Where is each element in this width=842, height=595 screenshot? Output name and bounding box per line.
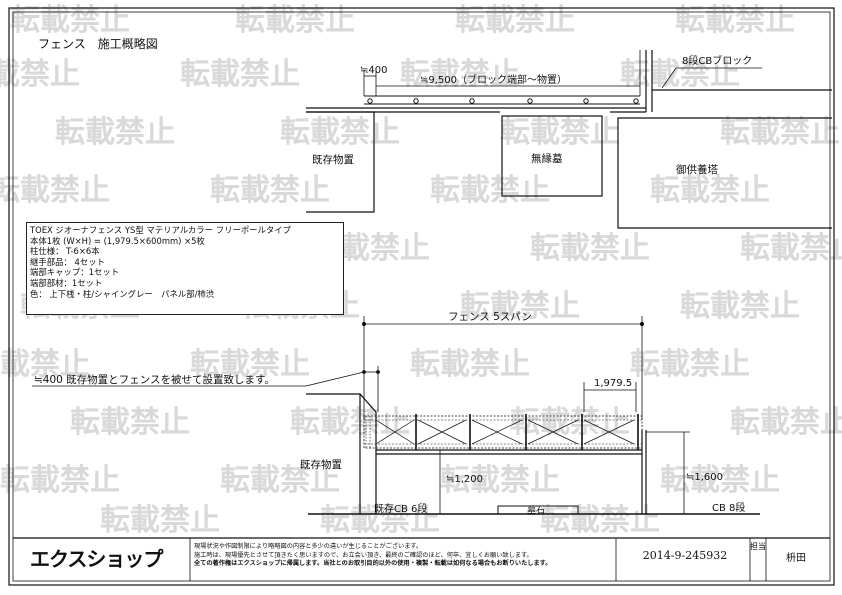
elev-gravestone: 墓石 (527, 504, 545, 516)
watermark: 転載禁止 (720, 115, 840, 150)
plan-block-label: 8段CBブロック (682, 54, 752, 67)
watermark: 転載禁止 (180, 57, 300, 92)
watermark: 転載禁止 (675, 3, 795, 38)
watermark: 転載禁止 (0, 347, 90, 382)
watermark: 転載禁止 (630, 347, 750, 382)
watermark: 転載禁止 (280, 115, 400, 150)
watermark: 転載禁止 (70, 405, 190, 440)
watermark: 転載禁止 (500, 115, 620, 150)
watermark: 転載禁止 (220, 463, 340, 498)
elev-cb-8: CB 8段 (712, 501, 745, 514)
watermark: 転載禁止 (440, 463, 560, 498)
title-block (13, 537, 830, 581)
spec-line: 端部部材：1セット (30, 277, 103, 288)
elev-overlap-note: ≒400 既存物置とフェンスを被せて設置致します。 (34, 373, 275, 386)
plan-storage-label: 既存物置 (312, 153, 354, 166)
watermark: 転載禁止 (320, 503, 440, 538)
watermark: 転載禁止 (10, 3, 130, 38)
spec-line: 本体1枚 (W×H) = (1,979.5×600mm) ×5枚 (30, 235, 205, 246)
plan-grave-label: 無縁墓 (531, 152, 563, 165)
watermark: 転載禁止 (100, 503, 220, 538)
elev-dim-1200: ≒1,200 (446, 474, 483, 485)
inner-frame (12, 11, 831, 582)
spec-line: 色： 上下桟・柱/シャイングレー パネル部/柿渋 (30, 288, 215, 299)
outer-frame (8, 7, 835, 586)
watermark: 転載禁止 (660, 463, 780, 498)
watermark: 転載禁止 (460, 289, 580, 324)
watermark: 転載禁止 (210, 173, 330, 208)
spec-box: TOEX ジオーナフェンス YS型 マテリアルカラー フリーポールタイプ 本体1… (26, 222, 344, 315)
watermark: 転載禁止 (680, 289, 800, 324)
watermark: 転載禁止 (430, 173, 550, 208)
spec-line: TOEX ジオーナフェンス YS型 マテリアルカラー フリーポールタイプ (30, 225, 292, 235)
footer-notes: 現場状況や作図制限により略略図の内容と多少の違いが生じることがございます。 施工… (194, 543, 614, 569)
footer-note: 全ての著作権はエクスショップに帰属します。当社とのお取引目的以外の使用・複製・転… (194, 560, 552, 568)
plan-dim-9500: ≒9,500（ブロック端部～物置） (420, 73, 567, 86)
watermark: 転載禁止 (650, 173, 770, 208)
spec-line: 端部キャップ：1セット (30, 267, 120, 278)
drawing-title: フェンス 施工概略図 (38, 36, 158, 51)
drawing-number: 2014-9-245932 (642, 549, 728, 562)
watermark: 転載禁止 (530, 231, 650, 266)
plan-view (306, 50, 832, 229)
watermark: 転載禁止 (290, 405, 410, 440)
spec-line: 柱仕様： T-6×6本 (30, 246, 100, 257)
watermark: 転載禁止 (510, 405, 630, 440)
watermark: 転載禁止 (0, 57, 80, 92)
footer-note: 施工時は、現場優先とさせて頂きたく思いますので、お立会い頂き、最終のご確認のほど… (194, 551, 533, 559)
elev-dim-1979: 1,979.5 (594, 378, 632, 389)
watermark: 転載禁止 (190, 347, 310, 382)
plan-dim-400: ≒400 (360, 65, 387, 76)
spec-line: 継手部品： 4セット (30, 256, 105, 267)
watermark: 転載禁止 (540, 503, 660, 538)
elev-existing-cb: 既存CB 6段 (374, 502, 427, 515)
person-in-charge: 枡田 (786, 553, 806, 564)
footer-note: 現場状況や作図制限により略略図の内容と多少の違いが生じることがございます。 (194, 543, 423, 550)
plan-tower-label: 御供養塔 (676, 163, 718, 176)
watermark: 転載禁止 (455, 3, 575, 38)
watermark: 転載禁止 (0, 463, 120, 498)
elevation-view (32, 316, 760, 515)
watermark: 転載禁止 (410, 347, 530, 382)
watermark: 転載禁止 (235, 3, 355, 38)
charge-label: 担当 (750, 542, 766, 551)
company-logo: エクスショップ (30, 547, 163, 571)
watermark: 転載禁止 (730, 405, 842, 440)
elev-dim-1600: ≒1,600 (686, 472, 723, 483)
watermark: 転載禁止 (55, 115, 175, 150)
elev-storage-label: 既存物置 (300, 458, 342, 471)
elev-span-label: フェンス 5スパン (448, 311, 532, 323)
watermark: 転載禁止 (740, 231, 842, 266)
watermark: 転載禁止 (0, 173, 110, 208)
